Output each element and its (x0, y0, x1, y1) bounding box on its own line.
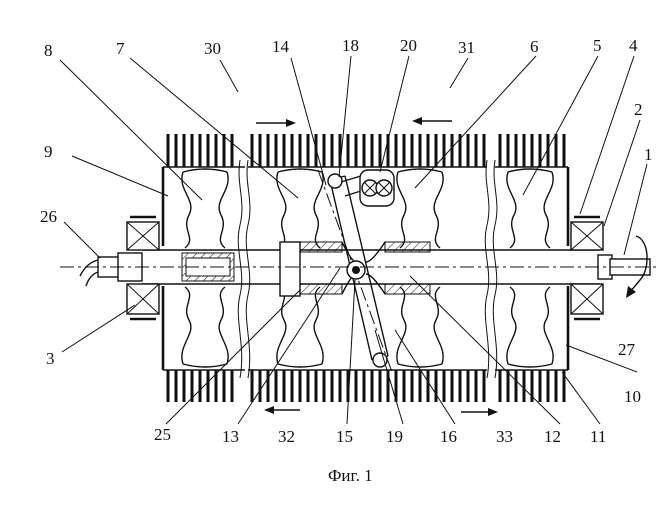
label-14: 14 (272, 37, 290, 56)
label-5: 5 (593, 36, 602, 55)
label-7: 7 (116, 39, 125, 58)
rocker-mechanism (317, 169, 395, 373)
label-32: 32 (278, 427, 295, 446)
label-16: 16 (440, 427, 457, 446)
bellows-element (396, 286, 444, 368)
label-30: 30 (204, 39, 221, 58)
label-25: 25 (154, 425, 171, 444)
bellows-element (181, 168, 229, 249)
label-26: 26 (40, 207, 57, 226)
bellows-element (276, 286, 324, 368)
housing (161, 159, 570, 379)
label-20: 20 (400, 36, 417, 55)
bellows-element (181, 286, 229, 368)
reference-labels: 8 7 30 14 18 20 31 6 5 4 2 1 9 26 3 27 1… (40, 36, 653, 446)
rotation-arrow (626, 235, 648, 298)
label-2: 2 (634, 100, 643, 119)
label-19: 19 (386, 427, 403, 446)
arrow-33 (461, 408, 498, 416)
label-6: 6 (530, 37, 539, 56)
left-bearing (126, 215, 160, 321)
figure-caption: Фиг. 1 (328, 466, 373, 485)
right-bearing (570, 215, 604, 321)
label-33: 33 (496, 427, 513, 446)
label-11: 11 (590, 427, 606, 446)
wire-26 (79, 259, 99, 277)
label-13: 13 (222, 427, 239, 446)
label-27: 27 (618, 340, 636, 359)
bellows-element (506, 286, 554, 368)
label-4: 4 (629, 36, 638, 55)
label-8: 8 (44, 41, 53, 60)
label-31: 31 (458, 38, 475, 57)
upper-fins (166, 134, 566, 167)
label-10: 10 (624, 387, 641, 406)
bellows-element (276, 168, 324, 249)
label-18: 18 (342, 36, 359, 55)
label-1: 1 (644, 145, 653, 164)
lower-fins (166, 370, 566, 402)
leader-lines (59, 55, 648, 425)
label-3: 3 (46, 349, 55, 368)
arrow-30 (256, 119, 296, 127)
arrow-32 (264, 406, 300, 414)
label-12: 12 (544, 427, 561, 446)
bellows-element (506, 168, 554, 249)
label-15: 15 (336, 427, 353, 446)
drawing (59, 55, 660, 425)
label-9: 9 (44, 142, 53, 161)
arrow-31 (412, 117, 452, 125)
bellows-element (396, 168, 444, 249)
